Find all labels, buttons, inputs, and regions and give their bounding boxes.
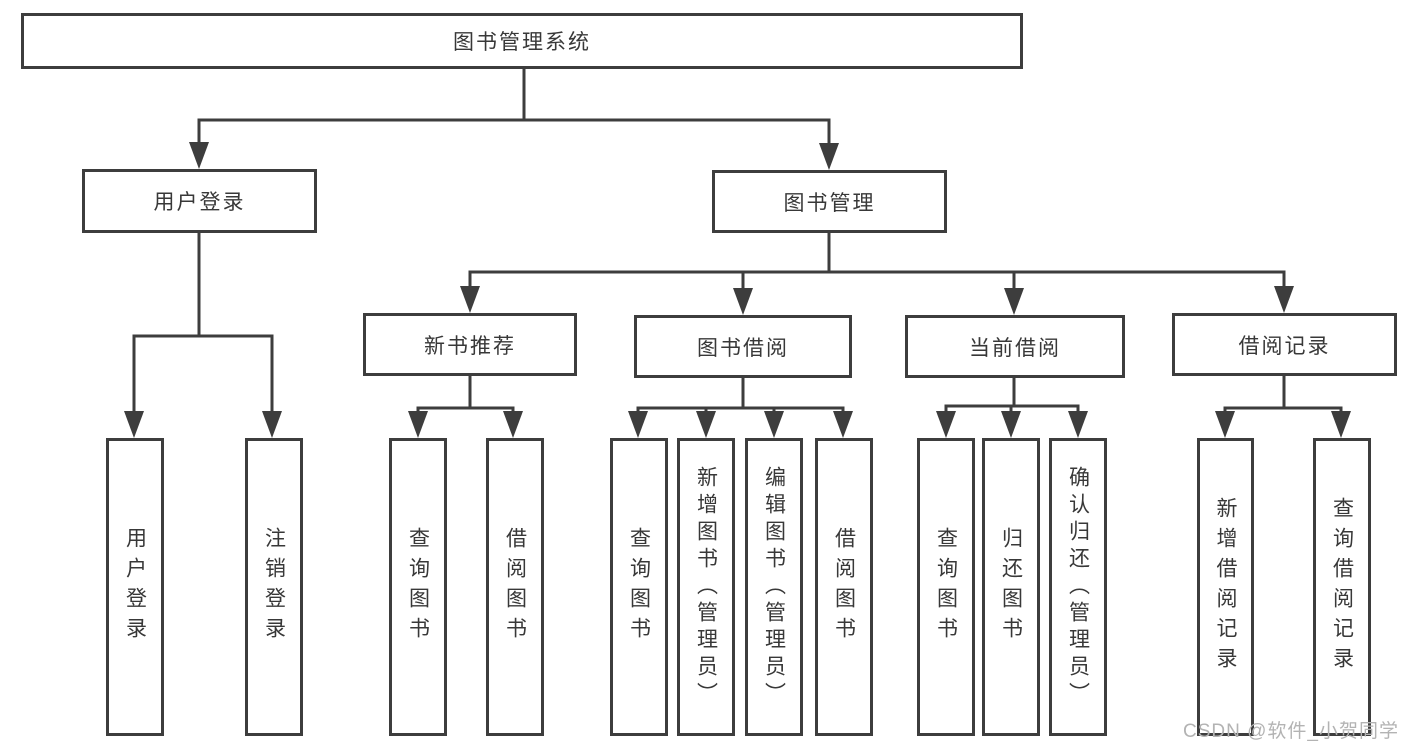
connector-shafts (132, 69, 1343, 418)
node-label: 用户登录 (153, 191, 246, 214)
node-library-management-system: 图书管理系统 (21, 13, 1023, 69)
node-label: 查询图书 (627, 527, 651, 647)
node-label: 确认归还（管理员） (1066, 465, 1090, 709)
node-label: 归还图书 (999, 527, 1023, 647)
node-query-books-current: 查询图书 (917, 438, 975, 736)
node-label: 图书管理系统 (453, 31, 591, 54)
node-borrow-books-recommend: 借阅图书 (486, 438, 544, 736)
node-label: 注销登录 (262, 527, 286, 647)
node-label: 新增图书（管理员） (694, 465, 718, 709)
csdn-watermark: CSDN @软件_小贺同学 (1183, 721, 1399, 742)
node-label: 用户登录 (123, 527, 147, 647)
node-label: 当前借阅 (969, 336, 1061, 360)
node-label: 编辑图书（管理员） (762, 465, 786, 709)
node-user-login: 用户登录 (106, 438, 164, 736)
node-label: 新书推荐 (424, 334, 516, 358)
node-label: 查询借阅记录 (1330, 497, 1354, 677)
node-current-borrowing: 当前借阅 (905, 315, 1125, 378)
node-edit-books-admin: 编辑图书（管理员） (745, 438, 803, 736)
node-logout: 注销登录 (245, 438, 303, 736)
node-add-books-admin: 新增图书（管理员） (677, 438, 735, 736)
node-return-books: 归还图书 (982, 438, 1040, 736)
node-confirm-return-admin: 确认归还（管理员） (1049, 438, 1107, 736)
node-borrowing-records: 借阅记录 (1172, 313, 1397, 376)
node-user-login-group: 用户登录 (82, 169, 317, 233)
node-label: 查询图书 (406, 527, 430, 647)
node-query-books-recommend: 查询图书 (389, 438, 447, 736)
node-label: 图书借阅 (697, 336, 789, 360)
node-add-borrow-record: 新增借阅记录 (1197, 438, 1254, 736)
node-label: 借阅图书 (832, 527, 856, 647)
node-label: 借阅记录 (1238, 334, 1331, 358)
node-borrow-books: 借阅图书 (815, 438, 873, 736)
node-new-book-recommend: 新书推荐 (363, 313, 577, 376)
node-query-books-borrowing: 查询图书 (610, 438, 668, 736)
node-label: 新增借阅记录 (1214, 497, 1237, 677)
node-book-borrowing: 图书借阅 (634, 315, 852, 378)
node-label: 借阅图书 (503, 527, 527, 647)
node-book-management-group: 图书管理 (712, 170, 947, 233)
node-query-borrow-record: 查询借阅记录 (1313, 438, 1371, 736)
node-label: 图书管理 (783, 191, 876, 215)
node-label: 查询图书 (934, 527, 958, 647)
connector-arrowheads (124, 142, 1351, 438)
